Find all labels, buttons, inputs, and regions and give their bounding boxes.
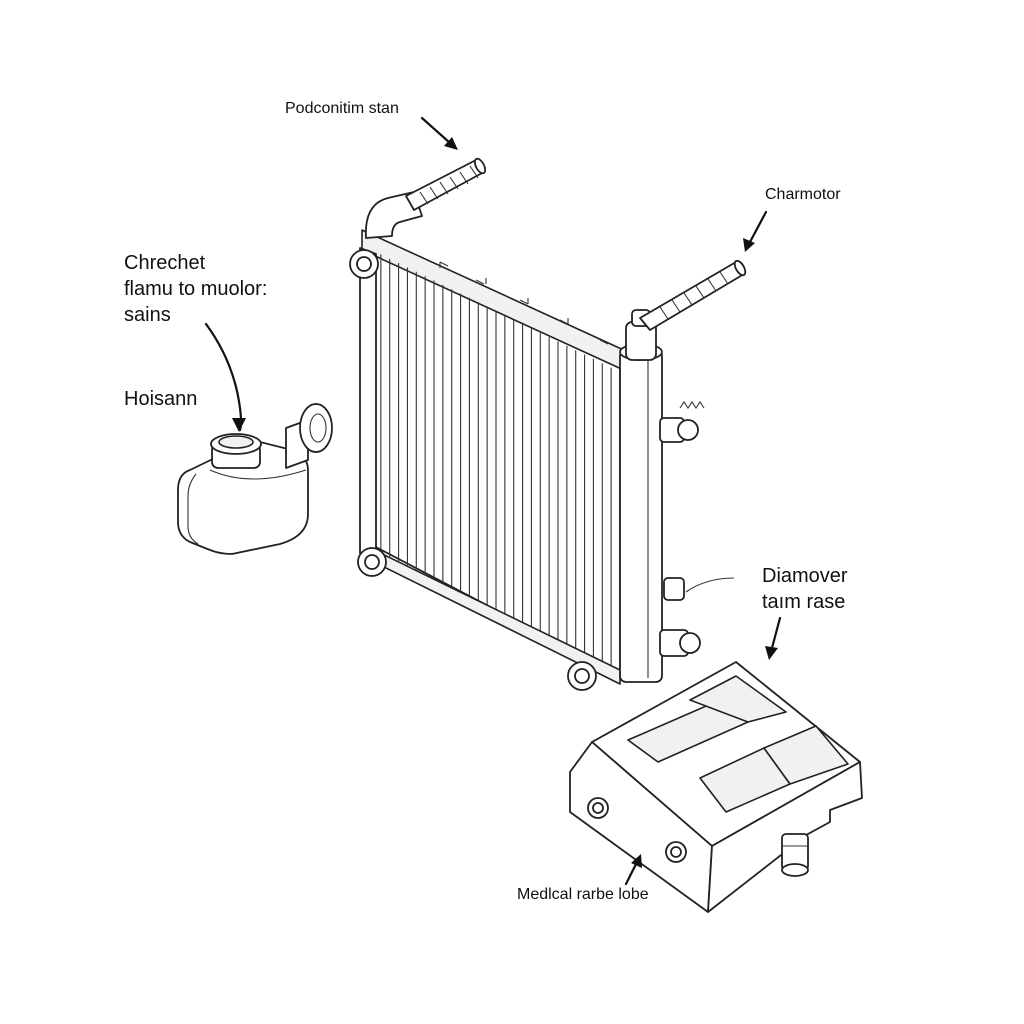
leader-arrow-top-hose [420, 116, 458, 150]
label-module-upper-line2: taım rase [762, 591, 846, 613]
lower-radiator-hose [639, 259, 747, 331]
label-left-note-line2: flamu to muolor: [124, 278, 268, 300]
label-module-upper-line1: Diamover [762, 565, 848, 587]
label-left-note-line1: Chrechet [124, 252, 206, 274]
mounting-bushing-top-left [349, 249, 379, 279]
mounting-bushing-bottom-right [567, 661, 597, 691]
leader-arrow-module-lower [624, 854, 642, 886]
radiator-end-tank [619, 309, 735, 683]
leader-arrow-module-upper [765, 616, 782, 660]
radiator-fins [380, 254, 612, 666]
label-top-hose: Podconitim stan [285, 100, 399, 117]
mounting-bushing-bottom-left [357, 547, 387, 577]
label-left-note: Chrechet flamu to muolor: sains [124, 250, 267, 328]
control-module [569, 661, 863, 913]
upper-radiator-hose [365, 157, 487, 239]
label-left-note-line3: sains [124, 304, 171, 326]
leader-arrow-reservoir [204, 322, 246, 432]
label-reservoir: Hoisann [124, 388, 198, 410]
label-right-hose: Charmotor [765, 186, 841, 203]
label-module-upper: Diamover taım rase [762, 563, 848, 615]
radiator [359, 229, 629, 685]
label-module-lower: Medlcal rarbe lobe [517, 886, 649, 903]
coolant-reservoir [177, 403, 333, 555]
leader-arrow-right-hose [743, 210, 768, 252]
